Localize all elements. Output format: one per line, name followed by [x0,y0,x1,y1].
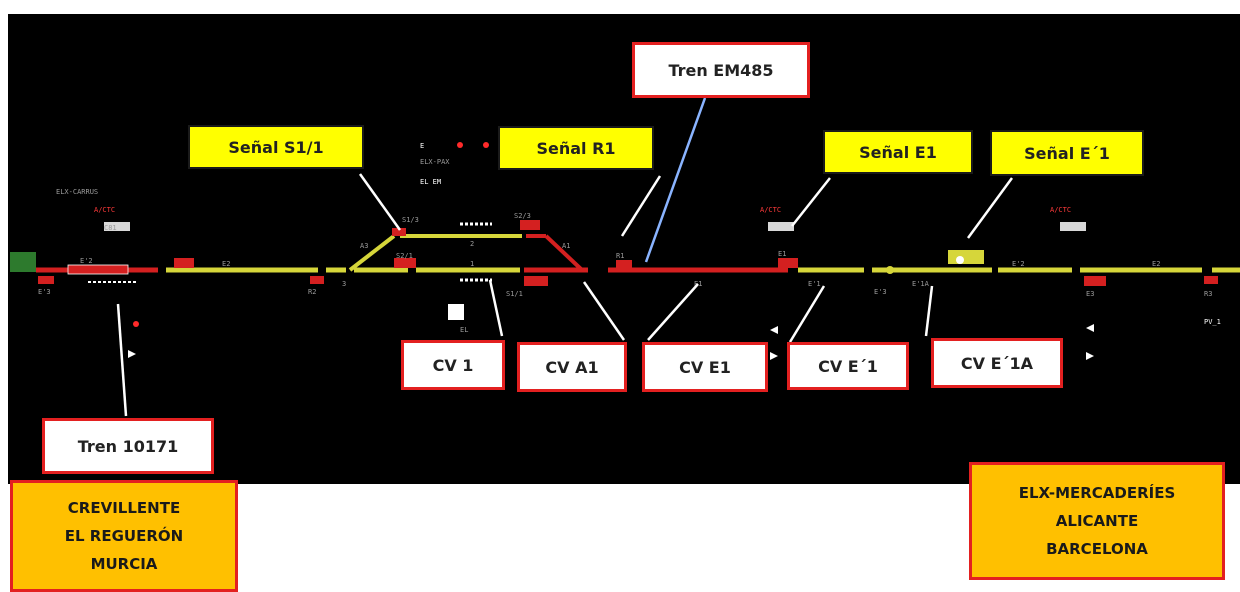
pointer-e-prime-1 [966,177,1014,239]
direction-left-line-3: MURCIA [90,555,158,573]
label-a3: A3 [360,242,368,250]
label-r2: R2 [308,288,316,296]
label-e-prime-3: E'3 [874,288,887,296]
direction-left-line-2: EL REGUERÓN [64,527,184,545]
label-s2-1: S2/1 [396,252,413,260]
signal-r2 [310,276,324,284]
direction-arrow-1 [770,326,778,334]
signal-e1 [778,258,798,268]
signal-e-prime-1-lamp [956,256,964,264]
pointer-e1 [791,177,831,227]
label-e-prime-1: E'1 [808,280,821,288]
label-e-prime-3-left: E'3 [38,288,51,296]
callout-train-10171: Tren 10171 [42,418,214,474]
label-pv: PV_1 [1204,318,1221,326]
status-box-left [104,222,130,231]
indicator-red-dot [457,142,463,148]
label-e-prime-1a: E'1A [912,280,930,288]
direction-arrow-3 [1086,324,1094,332]
direction-right-line-2: ALICANTE [1055,512,1139,530]
label-e2: E2 [222,260,230,268]
label-s1-1: S1/1 [506,290,523,298]
pointer-cva1 [582,281,626,341]
direction-right-line-3: BARCELONA [1046,540,1148,558]
pointer-cve-prime-1 [788,285,826,343]
switch-a1 [544,234,584,272]
label-e1: E1 [778,250,786,258]
callout-signal-r1: Señal R1 [498,126,654,170]
direction-left-line-1: CREVILLENTE [67,499,181,517]
indicator-red-dot-2 [483,142,489,148]
label-track-3: 3 [342,280,346,288]
signal-s1-3 [392,228,406,236]
signal-e3 [1084,276,1106,286]
pointer-r1 [620,175,662,237]
ctc-label-left: A/CTC [94,206,115,214]
label-e1-track: E1 [694,280,702,288]
callout-signal-e1: Señal E1 [823,130,973,174]
ctc-label-right: A/CTC [1050,206,1071,214]
status-box-mid [768,222,794,231]
status-box-left-label: C81 [104,224,117,232]
mimic-panel: ELX-CARRUS A/CTC C81 E ELX-PAX EL EM A/C… [8,14,1240,484]
callout-cve-prime-1: CV E´1 [787,342,909,390]
label-s2-3: S2/3 [514,212,531,220]
pointer-cve-prime-1a [924,285,934,337]
indicator-e-label: E [420,142,424,150]
callout-signal-s1-1: Señal S1/1 [188,125,364,169]
label-e2-right: E2 [1152,260,1160,268]
signal-e2 [174,258,194,268]
status-box-right [1060,222,1086,231]
label-e3: E3 [1086,290,1094,298]
label-track-2: 2 [470,240,474,248]
callout-cv1: CV 1 [401,340,505,390]
direction-arrow-2 [770,352,778,360]
pointer-s1-1 [358,173,402,231]
callout-train-em485: Tren EM485 [632,42,810,98]
label-e-prime-2-right: E'2 [1012,260,1025,268]
label-r3: R3 [1204,290,1212,298]
track-end-block [10,252,36,272]
signal-e-prime-3-marker [886,266,894,274]
label-a1: A1 [562,242,570,250]
label-s1-3: S1/3 [402,216,419,224]
signal-r3 [1204,276,1218,284]
signal-e-prime-3 [38,276,54,284]
pointer-cv1 [488,279,504,337]
callout-cva1: CV A1 [517,342,627,392]
signal-s1-1 [524,276,548,286]
el-em-label: EL EM [420,178,441,186]
direction-right-line-1: ELX-MERCADERÍES [1018,484,1176,502]
label-r1: R1 [616,252,624,260]
direction-arrow-4 [1086,352,1094,360]
switch-a3 [348,234,396,272]
direction-arrow-left [128,350,136,358]
el-box [448,304,464,320]
track-diagram: ELX-CARRUS A/CTC C81 E ELX-PAX EL EM A/C… [10,97,1240,417]
indicator-left-red [133,321,139,327]
label-e-prime-2-left: E'2 [80,257,93,265]
callout-cve1: CV E1 [642,342,768,392]
station-label-left: ELX-CARRUS [56,188,98,196]
train-10171-tag [67,264,129,275]
ctc-label-mid: A/CTC [760,206,781,214]
pointer-10171 [116,303,128,417]
signal-s2-3 [520,220,540,230]
signal-s2-1 [394,258,416,268]
pointer-cve1 [647,283,699,341]
signal-e-prime-1-block [948,250,984,264]
callout-signal-e-prime-1: Señal E´1 [990,130,1144,176]
station-label-center: ELX-PAX [420,158,450,166]
label-el: EL [460,326,468,334]
callout-cve-prime-1a: CV E´1A [931,338,1063,388]
direction-box-right: ELX-MERCADERÍES ALICANTE BARCELONA [969,462,1225,580]
label-track-1: 1 [470,260,474,268]
pointer-em485 [644,97,707,263]
signal-r1 [616,260,632,268]
direction-box-left: CREVILLENTE EL REGUERÓN MURCIA [10,480,238,592]
